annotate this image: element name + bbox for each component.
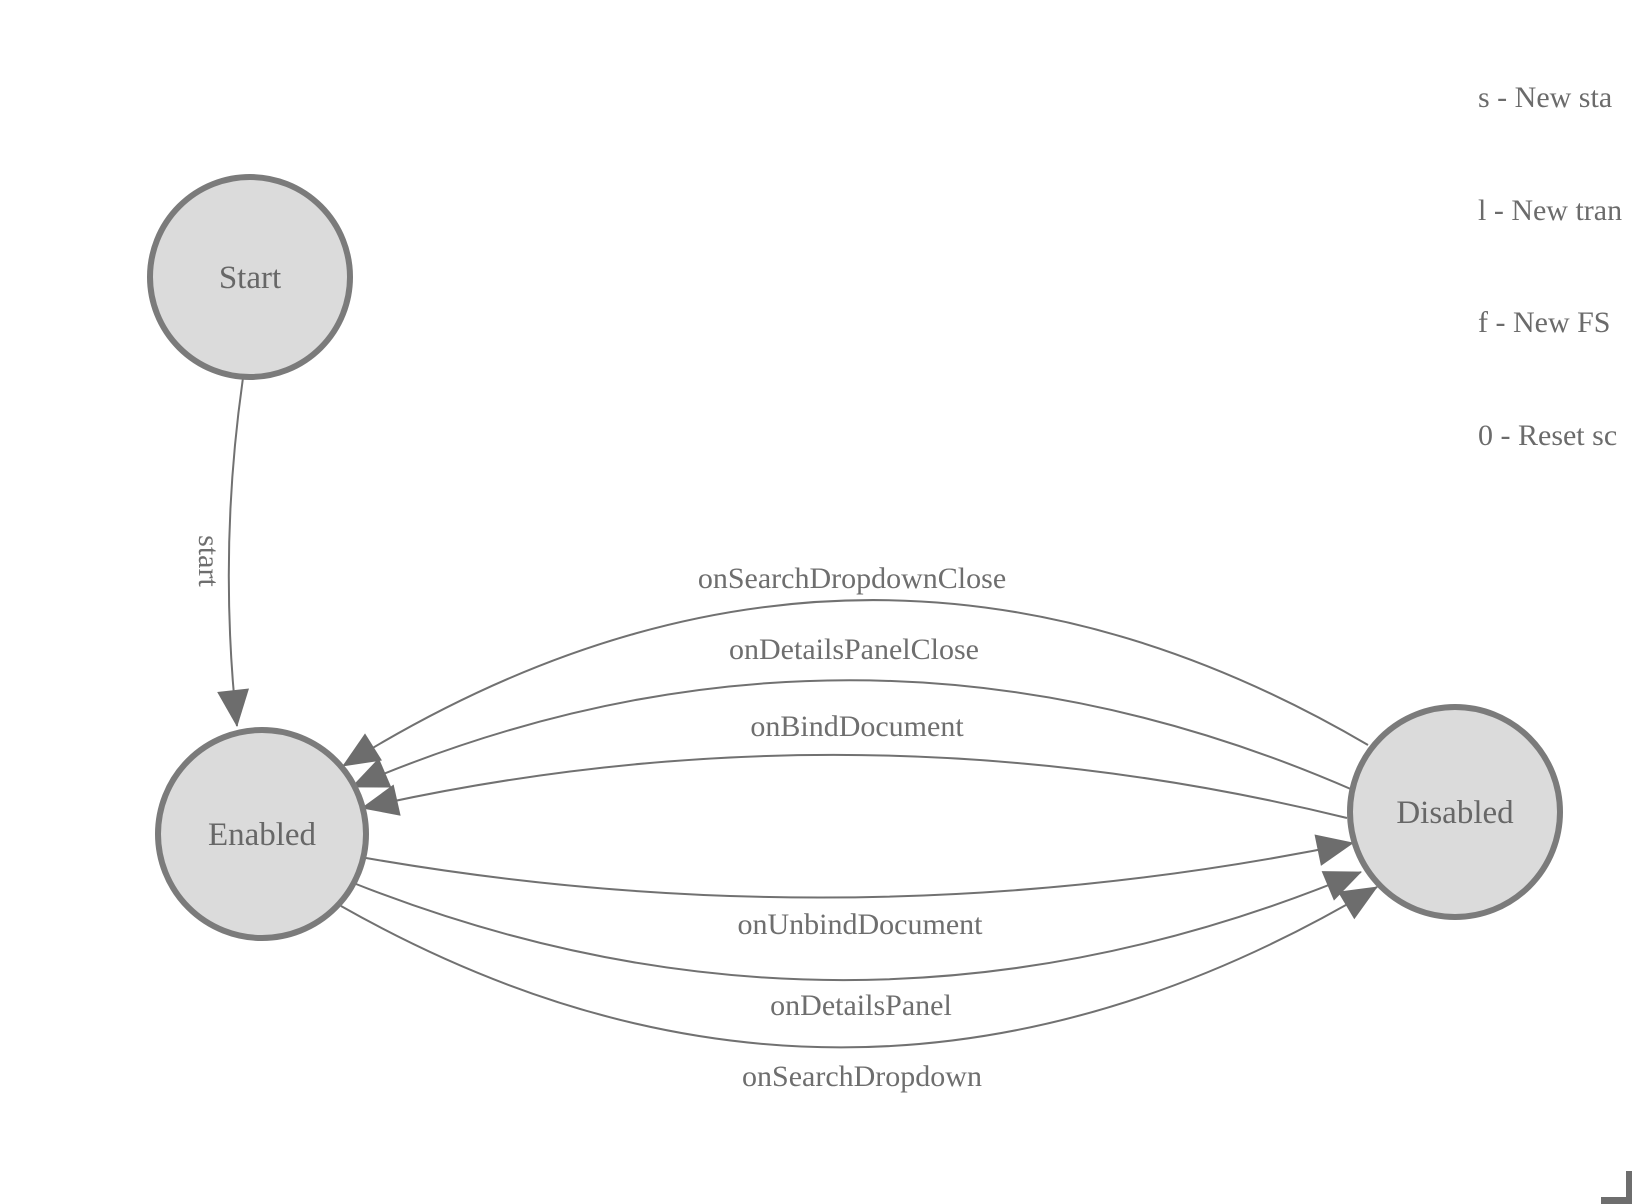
transition-ondetailspanelclose[interactable] <box>351 679 1354 791</box>
legend-line-new-transition: l - New tran <box>1478 193 1623 227</box>
state-disabled[interactable] <box>1347 704 1563 920</box>
legend-line-new-state: s - New sta <box>1478 81 1613 114</box>
transition-onsearchdropdown[interactable] <box>340 886 1378 1049</box>
transition-label-onbinddocument[interactable]: onBindDocument <box>750 710 964 743</box>
transition-onsearchdropdownclose[interactable] <box>342 599 1369 767</box>
transition-onbinddocument[interactable] <box>361 753 1348 819</box>
state-start-label: Start <box>219 260 281 296</box>
transition-label-onsearchdropdown[interactable]: onSearchDropdown <box>742 1060 982 1093</box>
offscreen-element-corner-horizontal <box>1601 1197 1632 1204</box>
transition-onunbinddocument[interactable] <box>365 834 1354 899</box>
transition-ondetailspanel[interactable] <box>355 871 1362 982</box>
transition-start[interactable] <box>217 377 250 727</box>
transition-label-onsearchdropdownclose[interactable]: onSearchDropdownClose <box>698 562 1006 595</box>
transition-label-ondetailspanel[interactable]: onDetailsPanel <box>770 989 952 1022</box>
legend-line-reset: 0 - Reset sc <box>1478 418 1618 452</box>
transition-label-start[interactable]: start <box>192 535 225 587</box>
state-disabled-label: Disabled <box>1396 795 1514 831</box>
shortcut-legend: s - New sta l - New tran f - New FS 0 - … <box>1478 4 1632 529</box>
transition-label-onunbinddocument[interactable]: onUnbindDocument <box>738 908 984 941</box>
state-start[interactable] <box>147 174 353 380</box>
state-enabled-label: Enabled <box>208 817 317 853</box>
state-enabled[interactable] <box>155 727 369 941</box>
offscreen-element-corner-vertical <box>1626 1171 1632 1204</box>
legend-line-new-fsm: f - New FS <box>1478 306 1611 339</box>
transition-label-ondetailspanelclose[interactable]: onDetailsPanelClose <box>729 633 979 666</box>
